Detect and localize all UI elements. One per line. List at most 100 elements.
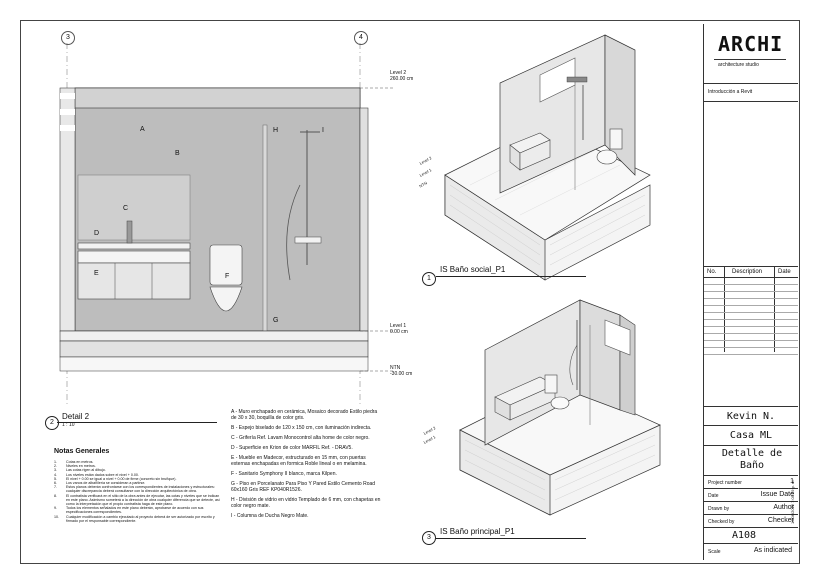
note-text: Las cotas rigen al dibujo. (66, 468, 106, 473)
detail-view-number[interactable]: 2 (45, 416, 59, 430)
view-principal-underline (436, 538, 586, 539)
note-item: 8.El contratista verificará en el sitio … (54, 494, 222, 507)
tag-b: B (175, 150, 180, 157)
detail-view-underline (57, 422, 217, 423)
info-row: Date Issue Date (704, 489, 798, 502)
note-item: 2.Niveles en metros. (54, 464, 222, 468)
scale-cell: Scale As indicated (704, 544, 798, 560)
ntn-level-value: -30.00 cm (390, 371, 413, 377)
info-row-label: Date (708, 493, 719, 499)
tag-d: D (94, 230, 100, 237)
tag-e: E (94, 270, 99, 277)
note-number: 4. (54, 472, 57, 477)
course-name: Introducción a Revit (708, 89, 753, 95)
note-number: 10. (54, 514, 59, 519)
level-2-name: Level 2 (390, 70, 407, 76)
note-item: 10. Cualquier modificación a cambio ejecu… (54, 515, 222, 523)
tag-g: G (273, 317, 279, 324)
course-cell: Introducción a Revit (704, 84, 798, 102)
iso-view-principal[interactable]: Level 2 Level 1 (405, 285, 695, 530)
section-view[interactable]: 3 4 Level 2 260.00 cm Level 1 0.00 cm NT… (40, 25, 413, 410)
detail-view-scale: 1 : 10 (62, 422, 75, 428)
project-cell: Casa ML (704, 426, 798, 446)
revision-row (704, 333, 798, 341)
timestamp: 16/06/2022 7:09:29 p. m. (790, 479, 795, 524)
note-item: 5.El nivel + 0.00 se igual a nivel + 0.0… (54, 477, 222, 481)
revision-row (704, 277, 798, 285)
level-2-value: 260.00 cm (390, 76, 414, 82)
legend-item: D - Superficie en Krion de color MARFIL … (231, 445, 353, 451)
iso-view-social[interactable]: Level 2 Level 1 NTN (405, 25, 695, 290)
tag-i: I (322, 127, 324, 134)
legend-item: F - Sanitario Symphony II blanco, marca … (231, 471, 337, 477)
info-row-value: Checker (767, 517, 794, 524)
view-social-title: IS Baño social_P1 (440, 265, 506, 274)
sheet-name: Detalle de Baño (721, 448, 783, 471)
note-item: 6.Los vanos de albañilería se consideran… (54, 481, 222, 485)
revision-row (704, 312, 798, 320)
view-principal-title: IS Baño principal_P1 (440, 527, 515, 536)
revision-row (704, 319, 798, 327)
section-drawing (59, 43, 395, 405)
note-item: 7.Estos planos deberán confrontarse con … (54, 485, 222, 493)
iso-principal-drawing (459, 299, 661, 516)
revision-row (704, 284, 798, 292)
note-text: Estos planos deberán confrontarse con lo… (66, 485, 215, 494)
brand-rule (714, 59, 786, 60)
note-item: 3. Las cotas rigen al dibujo. (54, 468, 222, 472)
ntn-level-name: NTN (390, 365, 401, 371)
sheet-number-cell: A108 (704, 528, 798, 544)
info-row-value: 1 (790, 478, 794, 485)
brand-logo: ARCHI (718, 32, 784, 56)
note-text: Cotas en metros. (66, 460, 94, 464)
sheet-name-cell: Detalle de Baño (704, 446, 798, 476)
iso-social-drawing (444, 34, 651, 281)
grid-bubble-left[interactable]: 3 (61, 31, 75, 45)
view-social-underline (436, 276, 586, 277)
info-row-value: Issue Date (760, 491, 794, 498)
note-number: 5. (54, 476, 57, 481)
note-number: 9. (54, 506, 57, 511)
note-text: Los vanos de albañilería se consideran a… (66, 481, 146, 486)
note-number: 3. (54, 468, 57, 473)
legend-item: C - Grifería Ref. Lavam Monocontrol alta… (231, 435, 370, 441)
scale-value: As indicated (753, 547, 792, 554)
client-name: Kevin N. (726, 411, 776, 422)
rev-header-description: Description (732, 269, 763, 275)
material-legend: A - Muro enchapado en cerámica, Mosaico … (231, 409, 381, 523)
note-text: El contratista verificará en el sitio de… (66, 493, 220, 507)
scale-label: Scale (708, 549, 721, 555)
note-text: Niveles en metros. (66, 464, 96, 469)
revision-row (704, 347, 798, 355)
revision-row (704, 340, 798, 348)
rev-col-2 (774, 267, 775, 352)
sheet-border (20, 20, 800, 564)
legend-item: H - División de vidrio en vidrio Templad… (231, 497, 381, 509)
tag-h: H (273, 127, 279, 134)
tag-a: A (140, 126, 145, 133)
grid-bubble-right[interactable]: 4 (354, 31, 368, 45)
legend-item: B - Espejo biselado de 120 x 150 cm, con… (231, 425, 372, 431)
notes-list: 1.Cotas en metros.2.Niveles en metros.3.… (54, 460, 222, 523)
legend-list: A - Muro enchapado en cerámica, Mosaico … (231, 409, 381, 519)
note-text: Los niveles están dados sobre el nivel +… (66, 472, 139, 477)
revision-row (704, 326, 798, 334)
legend-item: A - Muro enchapado en cerámica, Mosaico … (231, 409, 378, 421)
view-social-number[interactable]: 1 (422, 272, 436, 286)
detail-view-title: Detail 2 1 : 10 (62, 412, 89, 428)
revision-row (704, 298, 798, 306)
client-cell: Kevin N. (704, 407, 798, 426)
revision-row (704, 291, 798, 299)
rev-header-no: No. (707, 269, 717, 275)
level-1-label: Level 1 0.00 cm (390, 323, 430, 335)
note-item: 1.Cotas en metros. (54, 460, 222, 464)
info-row-value: Author (773, 504, 794, 511)
project-name: Casa ML (729, 430, 773, 441)
brand-cell: ARCHI architecture studio (704, 24, 798, 84)
note-text: Cualquier modificación a cambio ejecutad… (66, 514, 215, 523)
tag-f: F (225, 273, 230, 280)
view-principal-number[interactable]: 3 (422, 531, 436, 545)
